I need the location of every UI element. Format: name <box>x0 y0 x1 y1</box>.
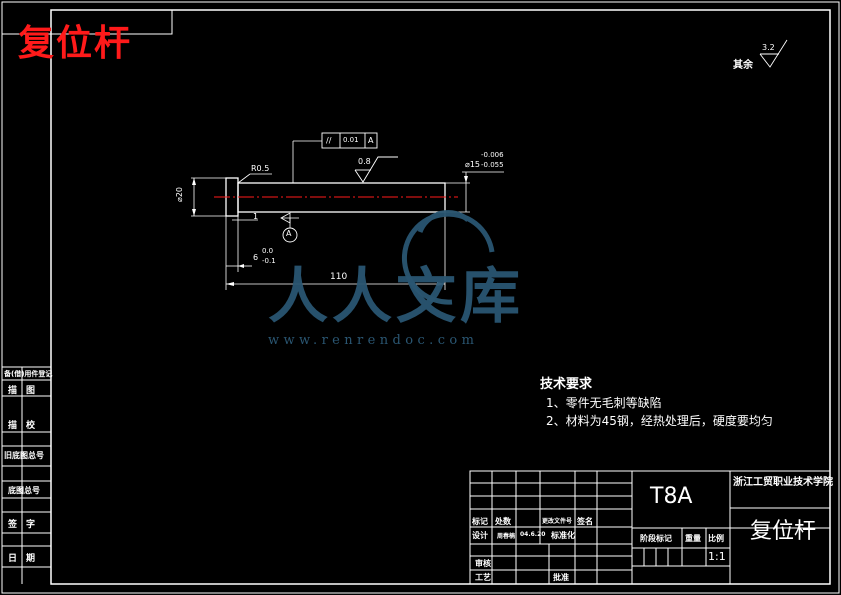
review-label: 审核 <box>475 559 491 568</box>
side-label-old-number: 旧底图总号 <box>4 451 44 460</box>
school-name: 浙江工贸职业技术学院 <box>733 477 833 488</box>
watermark-url: www.renrendoc.com <box>268 333 479 348</box>
tech-item-1: 1、零件无毛刺等缺陷 <box>546 396 662 410</box>
row-label-sign: 签名 <box>577 517 593 526</box>
title-block <box>469 470 831 585</box>
tolerance-datum: A <box>368 136 374 145</box>
surface-note-value: 3.2 <box>762 43 775 52</box>
datum-label: A <box>286 229 292 238</box>
dim-head-upper: 0.0 <box>262 247 274 255</box>
side-table <box>2 366 51 584</box>
tech-heading: 技术要求 <box>540 377 593 392</box>
stage-label: 阶段标记 <box>640 534 672 543</box>
tolerance-frame <box>321 132 378 149</box>
side-label-base-number: 底图总号 <box>8 486 40 495</box>
watermark-logo <box>402 209 495 305</box>
dim-total-length: 110 <box>330 272 348 282</box>
side-label-trace: 描 图 <box>8 386 36 396</box>
dim-head-diameter: ⌀20 <box>175 187 184 202</box>
drawing-title: 复位杆 <box>18 22 133 64</box>
dim-shaft-upper: -0.006 <box>481 151 504 159</box>
dim-shaft-diameter: ⌀15 <box>465 160 480 169</box>
watermark-text: 人人文库 <box>268 262 524 332</box>
side-label-borrow: 备(借)用件登记 <box>4 370 53 378</box>
tolerance-value: 0.01 <box>343 136 359 144</box>
process-label: 工艺 <box>475 573 491 582</box>
material: T8A <box>650 484 693 509</box>
tech-item-2: 2、材料为45钢，经热处理后，硬度要均匀 <box>546 414 773 428</box>
surface-symbols <box>354 39 788 183</box>
row-label-change: 更改文件号 <box>542 518 573 525</box>
row-label-count: 处数 <box>495 517 511 526</box>
surface-finish-shaft: 0.8 <box>358 157 371 166</box>
dimension-lines <box>193 140 504 290</box>
dim-radius: R0.5 <box>251 164 270 173</box>
title-box <box>2 10 173 35</box>
weight-label: 重量 <box>685 534 701 543</box>
side-label-date: 日 期 <box>8 554 36 564</box>
designer: 周春楠 <box>497 533 516 540</box>
tech-requirements: 技术要求 1、零件无毛刺等缺陷 2、材料为45钢，经热处理后，硬度要均匀 <box>540 376 773 430</box>
dim-shaft-lower: -0.055 <box>481 161 504 169</box>
design-label: 设计 <box>472 531 488 540</box>
inner-frame <box>50 9 831 585</box>
side-label-trace-check: 描 校 <box>8 421 36 431</box>
row-label-mark: 标记 <box>472 517 488 526</box>
standardize-label: 标准化 <box>551 531 575 540</box>
dim-step: 1 <box>253 212 259 221</box>
part-name: 复位杆 <box>750 519 817 544</box>
dim-head-length: 6 <box>253 253 259 262</box>
scale-value: 1:1 <box>708 550 726 563</box>
scale-label: 比例 <box>708 534 724 543</box>
tolerance-symbol: // <box>326 136 332 145</box>
side-label-sign: 签 字 <box>8 520 36 530</box>
dim-head-lower: -0.1 <box>262 257 276 265</box>
dimension-arrows <box>192 176 468 286</box>
design-date: 04.6.20 <box>520 531 546 538</box>
surface-note-label: 其余 <box>733 60 753 71</box>
approve-label: 批准 <box>553 573 569 582</box>
datum-circle <box>282 227 298 243</box>
